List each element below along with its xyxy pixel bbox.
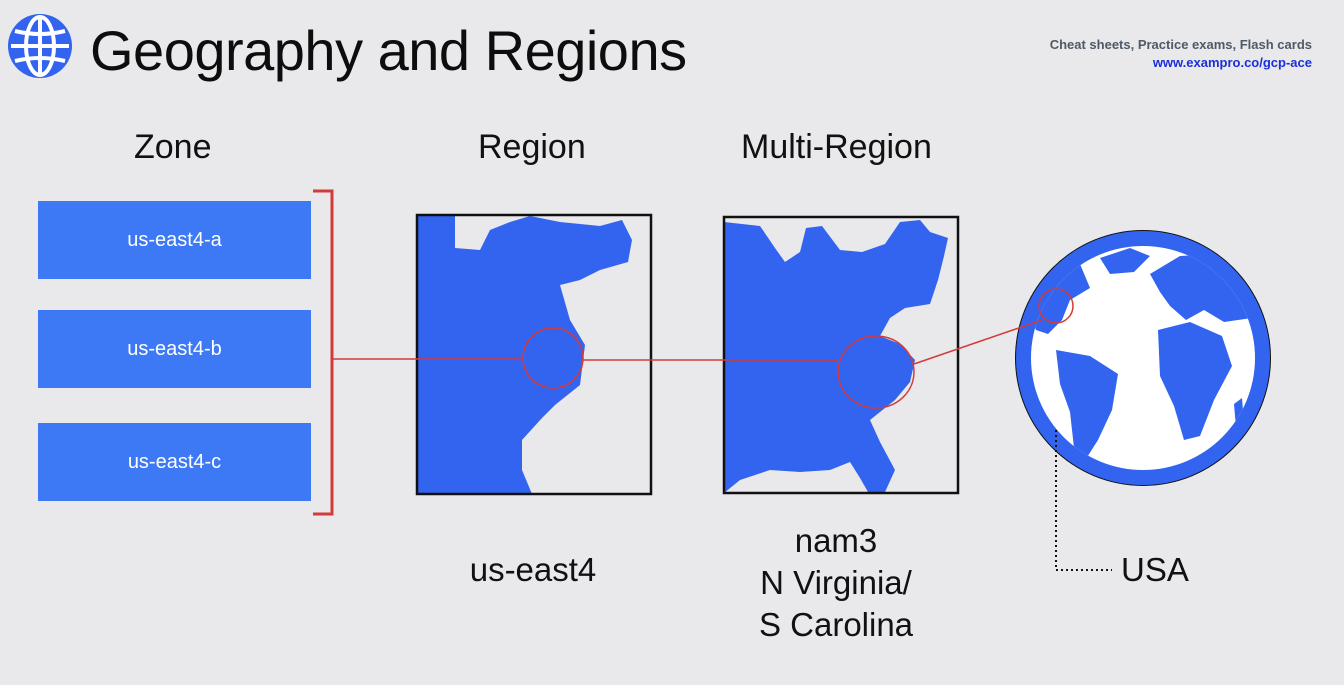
page-title: Geography and Regions [90, 19, 687, 82]
multi-region-caption: nam3 N Virginia/ S Carolina [759, 520, 913, 646]
promo-block: Cheat sheets, Practice exams, Flash card… [1050, 36, 1312, 72]
promo-tagline: Cheat sheets, Practice exams, Flash card… [1049, 37, 1312, 52]
multi-region-caption-line3: S Carolina [758, 606, 914, 643]
globe-caption: USA [1121, 551, 1189, 588]
region-heading: Region [478, 128, 586, 166]
usa-pointer [1055, 430, 1112, 571]
multi-region-caption-line1: nam3 [794, 522, 878, 559]
earth-globe [1015, 230, 1271, 486]
zone-box-b: us-east4-b [38, 310, 311, 388]
zone-bracket [313, 189, 334, 516]
globe-icon [8, 14, 72, 78]
region-caption: us-east4 [469, 551, 597, 588]
multi-region-map [722, 215, 960, 495]
zone-box-c: us-east4-c [38, 423, 311, 501]
region-map [415, 213, 653, 496]
zone-heading: Zone [134, 128, 212, 166]
multi-region-heading: Multi-Region [741, 128, 932, 166]
multi-region-caption-line2: N Virginia/ [760, 564, 912, 601]
connectors [332, 288, 1074, 409]
promo-link[interactable]: www.exampro.co/gcp-ace [1152, 55, 1312, 70]
zone-box-a: us-east4-a [38, 201, 311, 279]
